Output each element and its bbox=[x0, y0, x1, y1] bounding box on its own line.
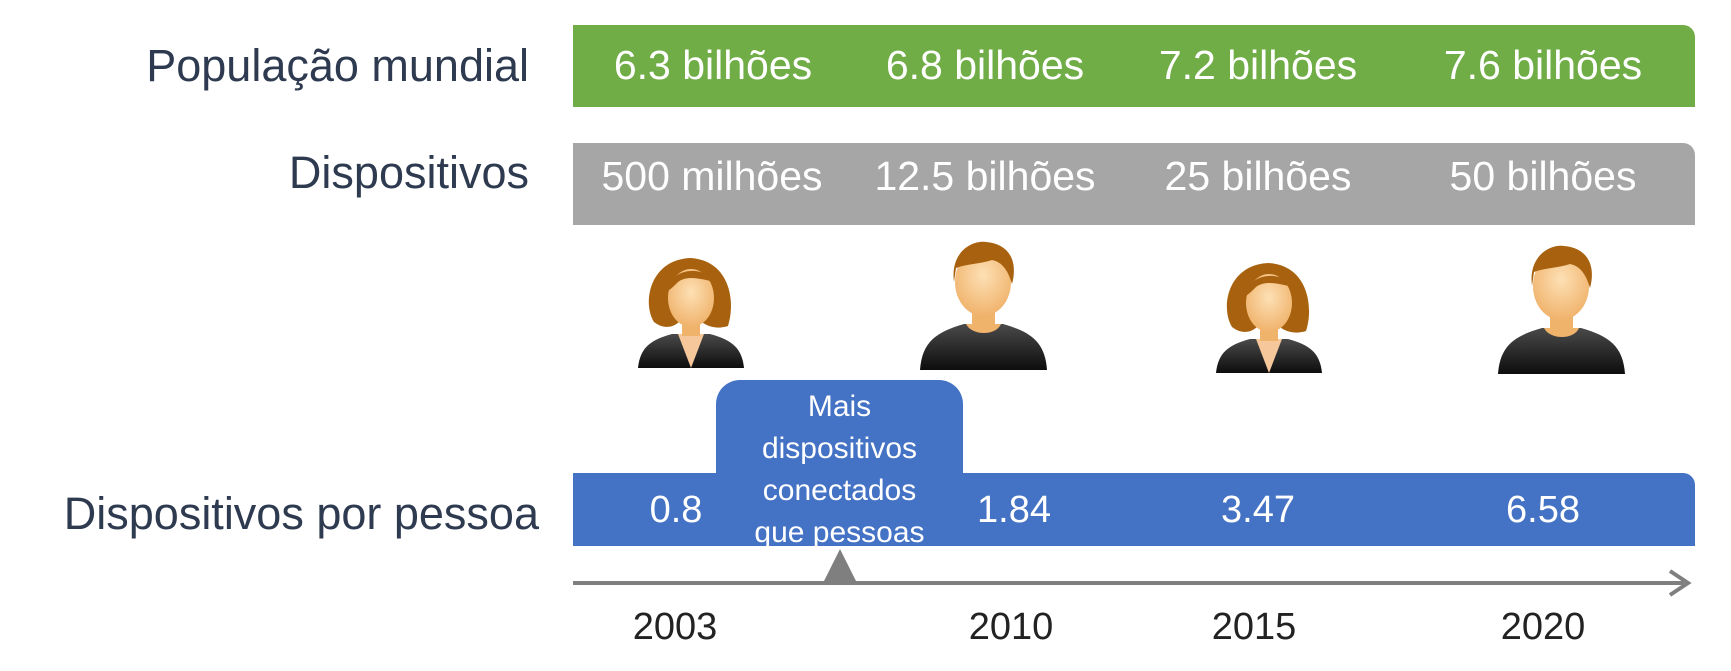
devices-value-2003: 500 milhões bbox=[601, 153, 823, 199]
devices-band bbox=[573, 143, 1695, 225]
population-value-2003: 6.3 bilhões bbox=[613, 42, 813, 88]
devices-per-person-value-2020: 6.58 bbox=[1506, 489, 1580, 531]
man-icon bbox=[920, 241, 1047, 370]
population-band bbox=[573, 25, 1695, 107]
population-value-2020: 7.6 bilhões bbox=[1443, 42, 1643, 88]
population-value-2015: 7.2 bilhões bbox=[1158, 42, 1358, 88]
devices-value-2010: 12.5 bilhões bbox=[874, 153, 1096, 199]
callout-line: que pessoas bbox=[754, 516, 925, 549]
callout-line: conectados bbox=[762, 474, 917, 507]
devices-row-label: Dispositivos bbox=[288, 147, 529, 198]
callout-line: dispositivos bbox=[761, 432, 918, 465]
crossover-callout: Mais dispositivos conectados que pessoas bbox=[716, 380, 963, 549]
devices-value-2020: 50 bilhões bbox=[1449, 153, 1637, 199]
callout-line: Mais bbox=[807, 390, 872, 423]
devices-per-person-row-label: Dispositivos por pessoa bbox=[63, 488, 539, 539]
devices-per-person-value-2015: 3.47 bbox=[1221, 489, 1295, 531]
year-label-2003: 2003 bbox=[632, 606, 718, 648]
crossover-marker-icon bbox=[823, 549, 857, 583]
population-value-2010: 6.8 bilhões bbox=[885, 42, 1085, 88]
woman-icon bbox=[638, 258, 744, 368]
year-label-2020: 2020 bbox=[1500, 606, 1586, 648]
man-icon bbox=[1498, 245, 1625, 374]
devices-value-2015: 25 bilhões bbox=[1164, 153, 1352, 199]
devices-per-person-value-2010: 1.84 bbox=[977, 489, 1051, 531]
devices-per-person-value-2003: 0.8 bbox=[649, 489, 703, 531]
year-label-2015: 2015 bbox=[1211, 606, 1297, 648]
population-row-label: População mundial bbox=[146, 40, 529, 91]
axis-arrowhead-icon bbox=[1668, 569, 1692, 597]
year-label-2010: 2010 bbox=[968, 606, 1054, 648]
woman-icon bbox=[1216, 263, 1322, 373]
